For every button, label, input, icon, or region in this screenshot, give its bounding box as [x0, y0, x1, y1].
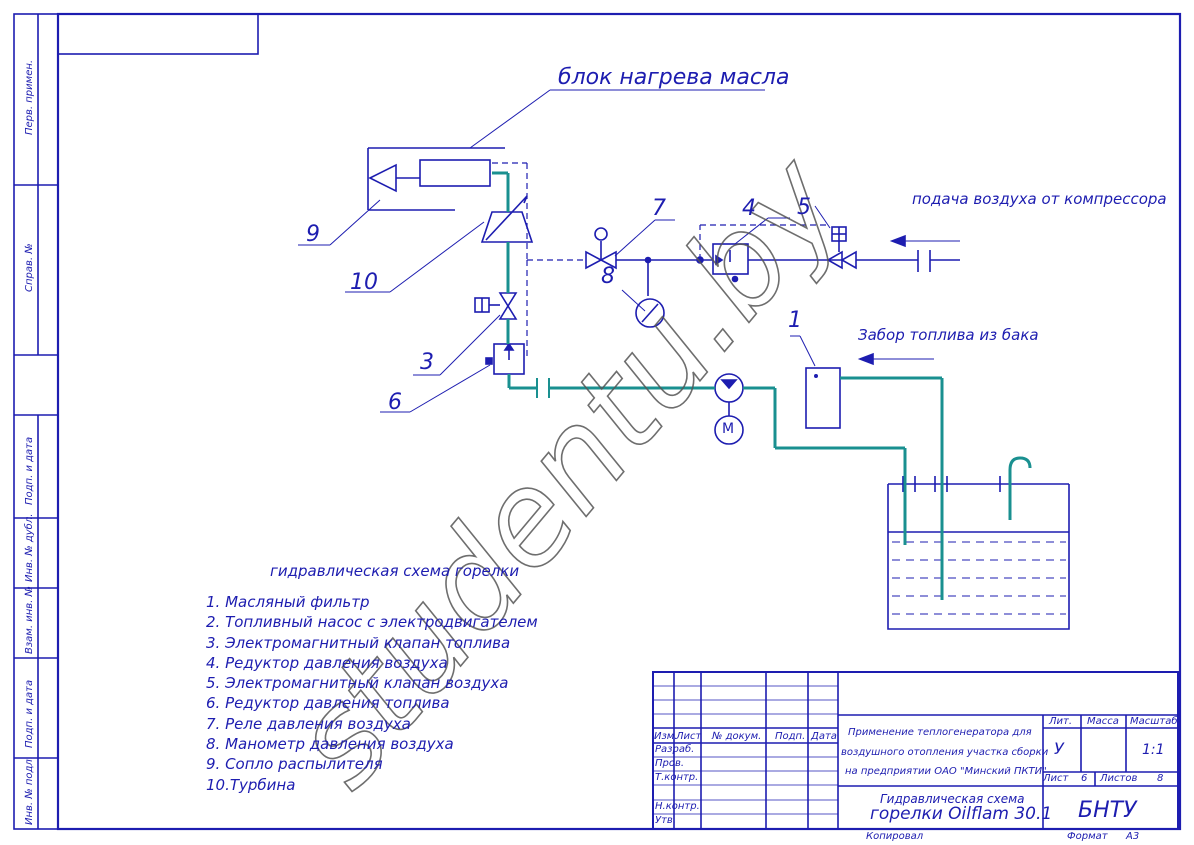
tb-role: Н.контр. — [655, 801, 700, 812]
doc-title: Применение теплогенератора для — [848, 727, 1032, 738]
format-label: Формат — [1067, 831, 1108, 842]
air-relay-7 — [585, 219, 675, 270]
fuel-valve-3 — [474, 292, 518, 320]
oil-heating-block — [367, 89, 765, 211]
legend-item: 7. Реле давления воздуха — [206, 714, 411, 733]
organization: БНТУ — [1078, 798, 1137, 823]
nozzle-9 — [368, 163, 397, 193]
tb-role: Утв. — [655, 815, 676, 826]
component-number-5: 5 — [797, 195, 811, 220]
drawing-name: Гидравлическая схема — [880, 792, 1025, 806]
side-strip-lines — [14, 14, 58, 829]
legend-item: 1. Масляный фильтр — [206, 593, 370, 611]
mass-label: Масса — [1087, 716, 1119, 727]
side-label: Справ. № — [24, 243, 35, 292]
legend-item: 9. Сопло распылителя — [206, 755, 383, 774]
air-valve-5 — [814, 205, 857, 270]
fuel-reducer-6 — [485, 342, 525, 375]
side-label: Инв. № дубл. — [24, 513, 35, 582]
component-number-3: 3 — [420, 350, 434, 375]
legend-item: 8. Манометр давления воздуха — [206, 735, 454, 754]
component-number-9: 9 — [306, 222, 320, 247]
legend-item: 6. Редуктор давления топлива — [206, 694, 450, 713]
legend-item: 4. Редуктор давления воздуха — [206, 653, 448, 672]
tb-header-sign: Подп. — [775, 731, 806, 742]
side-label: Взам. инв. № — [24, 586, 35, 654]
lit-value: У — [1054, 739, 1064, 758]
oil-filter-1 — [790, 335, 841, 429]
top-left-stamp — [57, 13, 259, 55]
copied-label: Копировал — [866, 831, 924, 842]
air-supply-label: подача воздуха от компрессора — [912, 190, 1167, 208]
oil-block-label: блок нагрева масла — [558, 65, 790, 90]
component-legend: 1. Масляный фильтр 2. Топливный насос с … — [206, 592, 538, 795]
component-number-10: 10 — [350, 270, 378, 295]
sheet-value: 6 — [1081, 773, 1088, 784]
air-reducer-4 — [712, 217, 790, 283]
sheet-label: Лист — [1043, 773, 1069, 784]
legend-item: 2. Топливный насос с электродвигателем — [206, 613, 538, 632]
component-number-8: 8 — [601, 264, 615, 289]
side-label: Инв. № подл. — [24, 756, 35, 825]
tb-role: Т.контр. — [655, 772, 699, 783]
air-line — [616, 250, 960, 296]
tb-header-izm: Изм. — [654, 731, 678, 742]
sheets-value: 8 — [1157, 773, 1164, 784]
side-label: Подп. и дата — [24, 679, 35, 748]
sheets-label: Листов — [1100, 773, 1138, 784]
title-block-lines — [652, 671, 1179, 830]
tb-header-list: Лист — [676, 731, 702, 742]
tb-header-date: Дата — [811, 731, 837, 742]
doc-title: воздушного отопления участка сборки — [841, 747, 1049, 758]
side-label: Перв. примен. — [24, 59, 35, 135]
doc-title: на предприятии ОАО "Минский ПКТИ" — [845, 766, 1047, 777]
fuel-intake-label: Забор топлива из бака — [858, 326, 1039, 344]
legend-item: 5. Электромагнитный клапан воздуха — [206, 674, 509, 693]
component-number-4: 4 — [742, 196, 756, 221]
inner-frame — [56, 12, 1182, 831]
lit-label: Лит. — [1049, 716, 1073, 727]
scheme-caption: гидравлическая схема горелки — [270, 562, 520, 580]
format-value: А3 — [1126, 831, 1140, 842]
component-number-6: 6 — [388, 390, 402, 415]
drawing-name: горелки Oilflam 30.1 — [870, 804, 1053, 824]
legend-item: 3. Электромагнитный клапан топлива — [206, 633, 511, 652]
scale-value: 1:1 — [1142, 742, 1165, 758]
legend-item: 10.Турбина — [206, 775, 296, 794]
component-number-7: 7 — [652, 196, 666, 221]
side-label: Подп. и дата — [24, 436, 35, 505]
tb-header-doc: № докум. — [712, 731, 762, 742]
motor-symbol: M — [722, 421, 735, 437]
scale-label: Масштаб — [1130, 716, 1178, 727]
fuel-tank — [887, 476, 1070, 630]
tb-role: Разраб. — [655, 744, 695, 755]
tb-role: Пров. — [655, 758, 685, 769]
manometer-8 — [621, 289, 665, 328]
component-number-1: 1 — [788, 308, 802, 333]
